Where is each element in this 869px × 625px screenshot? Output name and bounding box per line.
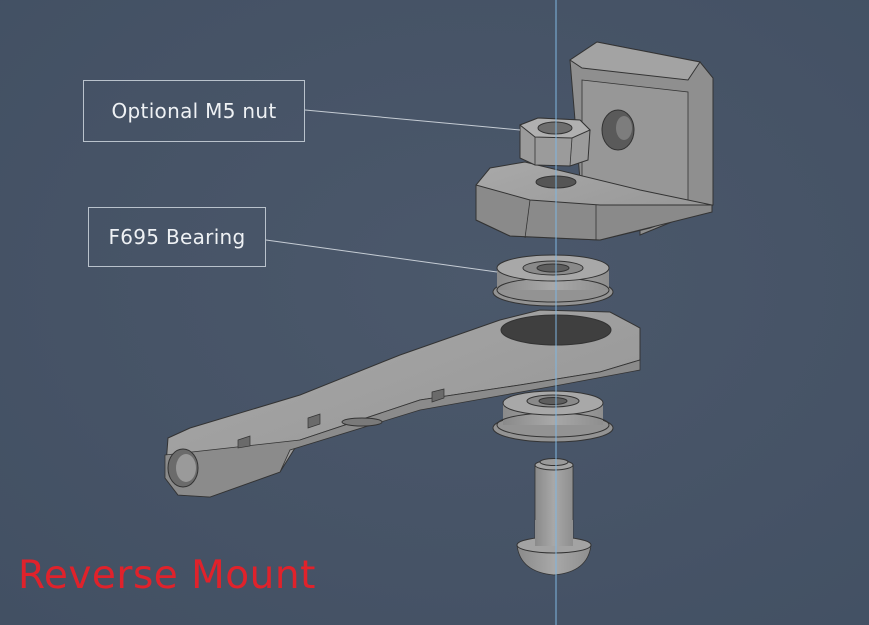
upper-flanged-bearing [492,254,614,307]
callout-nut-text: Optional M5 nut [111,99,277,123]
hex-nut [519,117,591,167]
lower-flanged-bearing [492,390,614,443]
l-bracket [475,41,714,241]
callout-bearing-text: F695 Bearing [108,225,246,249]
callout-bearing-label: F695 Bearing [88,207,266,267]
arm [164,309,641,498]
diagram-title: Reverse Mount [18,553,316,598]
callout-nut-label: Optional M5 nut [83,80,305,142]
leader-line-nut [304,109,521,131]
button-head-bolt [516,458,592,576]
leader-line-bearing [265,239,498,273]
